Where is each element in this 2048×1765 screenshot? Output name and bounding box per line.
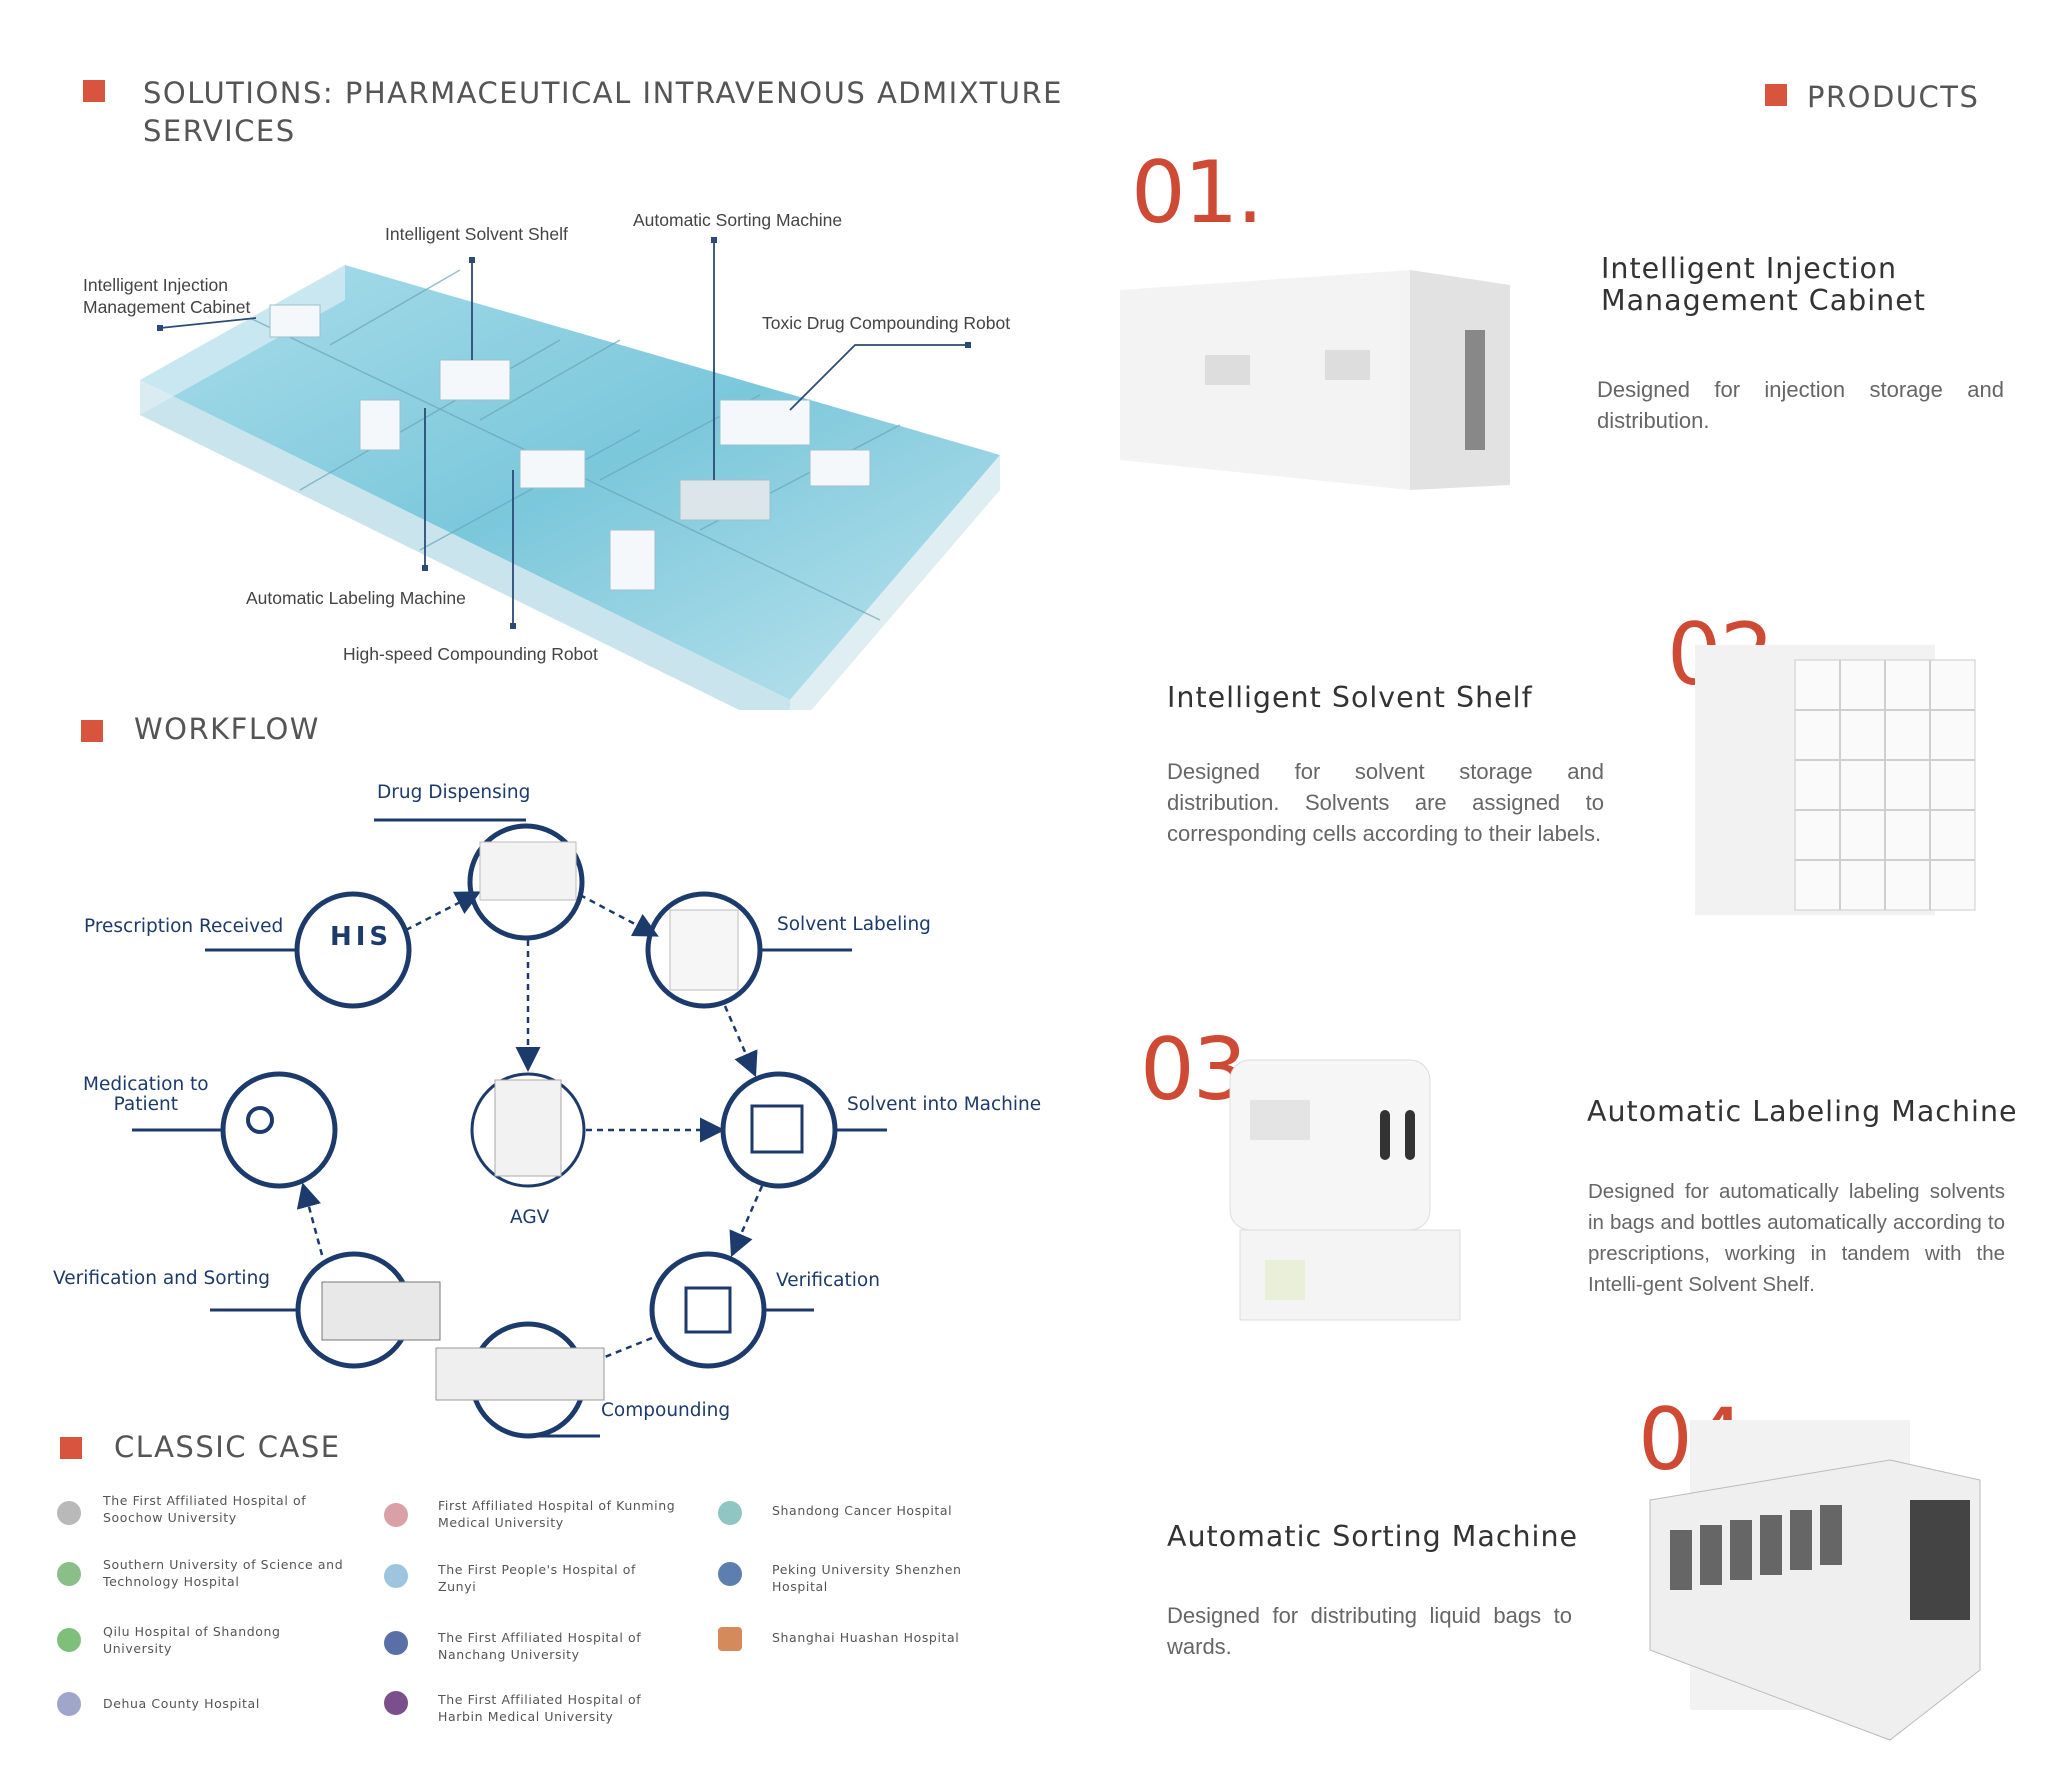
label-verification: Verification bbox=[776, 1270, 880, 1291]
node-medication bbox=[220, 1071, 338, 1189]
section-marker bbox=[83, 80, 105, 102]
hospital-logo-icon bbox=[718, 1627, 742, 1651]
hospital-name: Dehua County Hospital bbox=[103, 1696, 260, 1711]
injection-cabinet-image bbox=[1120, 270, 1510, 490]
callout-sorting-machine: Automatic Sorting Machine bbox=[633, 210, 843, 230]
hospital-logo-icon bbox=[57, 1628, 81, 1652]
label-verification-sorting: Verification and Sorting bbox=[53, 1268, 271, 1289]
hospital-logo-icon bbox=[384, 1631, 408, 1655]
callout-toxic-robot: Toxic Drug Compounding Robot bbox=[762, 313, 1011, 333]
product-title: Intelligent Injection Management Cabinet bbox=[1601, 252, 1926, 317]
hospital-logo-icon bbox=[718, 1501, 742, 1525]
classic-case-title: CLASSIC CASE bbox=[114, 1430, 341, 1464]
callout-highspeed-robot: High-speed Compounding Robot bbox=[343, 644, 598, 664]
callout-solvent-shelf: Intelligent Solvent Shelf bbox=[385, 224, 568, 244]
section-marker bbox=[60, 1437, 82, 1459]
label-medication-to-patient: Medication to Patient bbox=[83, 1074, 209, 1115]
hospital-logo-icon bbox=[57, 1501, 81, 1525]
label-solvent-into-machine: Solvent into Machine bbox=[847, 1094, 1042, 1115]
solvent-shelf-image bbox=[1695, 645, 1976, 915]
label-prescription-received: Prescription Received bbox=[84, 916, 284, 937]
section-marker bbox=[1765, 84, 1787, 106]
product-number: 01. bbox=[1131, 143, 1264, 243]
callout-injection-cabinet: Intelligent Injection Management Cabinet bbox=[83, 275, 251, 317]
label-agv: AGV bbox=[510, 1207, 550, 1228]
label-drug-dispensing: Drug Dispensing bbox=[377, 782, 531, 803]
hospital-logo-icon bbox=[384, 1564, 408, 1588]
hospital-logo-icon bbox=[57, 1692, 81, 1716]
node-verification bbox=[649, 1251, 767, 1369]
product-description: Designed for distributing liquid bags to… bbox=[1167, 1603, 1572, 1659]
sorting-machine-image bbox=[1649, 1420, 1981, 1741]
hospital-name: Shanghai Huashan Hospital bbox=[772, 1630, 960, 1645]
his-icon: HIS bbox=[330, 922, 392, 952]
hospital-logo-icon bbox=[57, 1562, 81, 1586]
labeling-machine-image bbox=[1229, 1059, 1461, 1321]
product-title: Automatic Sorting Machine bbox=[1167, 1520, 1579, 1553]
product-description: Designed for solvent storage and distrib… bbox=[1167, 759, 1604, 846]
node-solvent-into-machine bbox=[720, 1071, 838, 1189]
hospital-name: Shandong Cancer Hospital bbox=[772, 1503, 953, 1518]
workflow-diagram: HIS bbox=[132, 818, 887, 1439]
product-title: Automatic Labeling Machine bbox=[1587, 1095, 2018, 1128]
hospital-logo-icon bbox=[384, 1691, 408, 1715]
hospital-logo-icon bbox=[384, 1503, 408, 1527]
product-title: Intelligent Solvent Shelf bbox=[1167, 681, 1533, 714]
facility-illustration bbox=[140, 265, 1000, 710]
product-description: Designed for injection storage and distr… bbox=[1597, 377, 2004, 433]
workflow-title: WORKFLOW bbox=[134, 712, 320, 746]
products-title: PRODUCTS bbox=[1807, 80, 1980, 114]
solutions-title: SOLUTIONS: PHARMACEUTICAL INTRAVENOUS AD… bbox=[143, 76, 1063, 148]
callout-labeling-machine: Automatic Labeling Machine bbox=[246, 588, 466, 608]
label-compounding: Compounding bbox=[601, 1400, 731, 1421]
callout-leaders bbox=[157, 237, 971, 629]
product-description: Designed for automatically labeling solv… bbox=[1588, 1180, 2005, 1296]
section-marker bbox=[81, 720, 103, 742]
label-solvent-labeling: Solvent Labeling bbox=[777, 914, 931, 935]
patient-icon bbox=[246, 1106, 274, 1134]
hospital-logo-icon bbox=[718, 1562, 742, 1586]
